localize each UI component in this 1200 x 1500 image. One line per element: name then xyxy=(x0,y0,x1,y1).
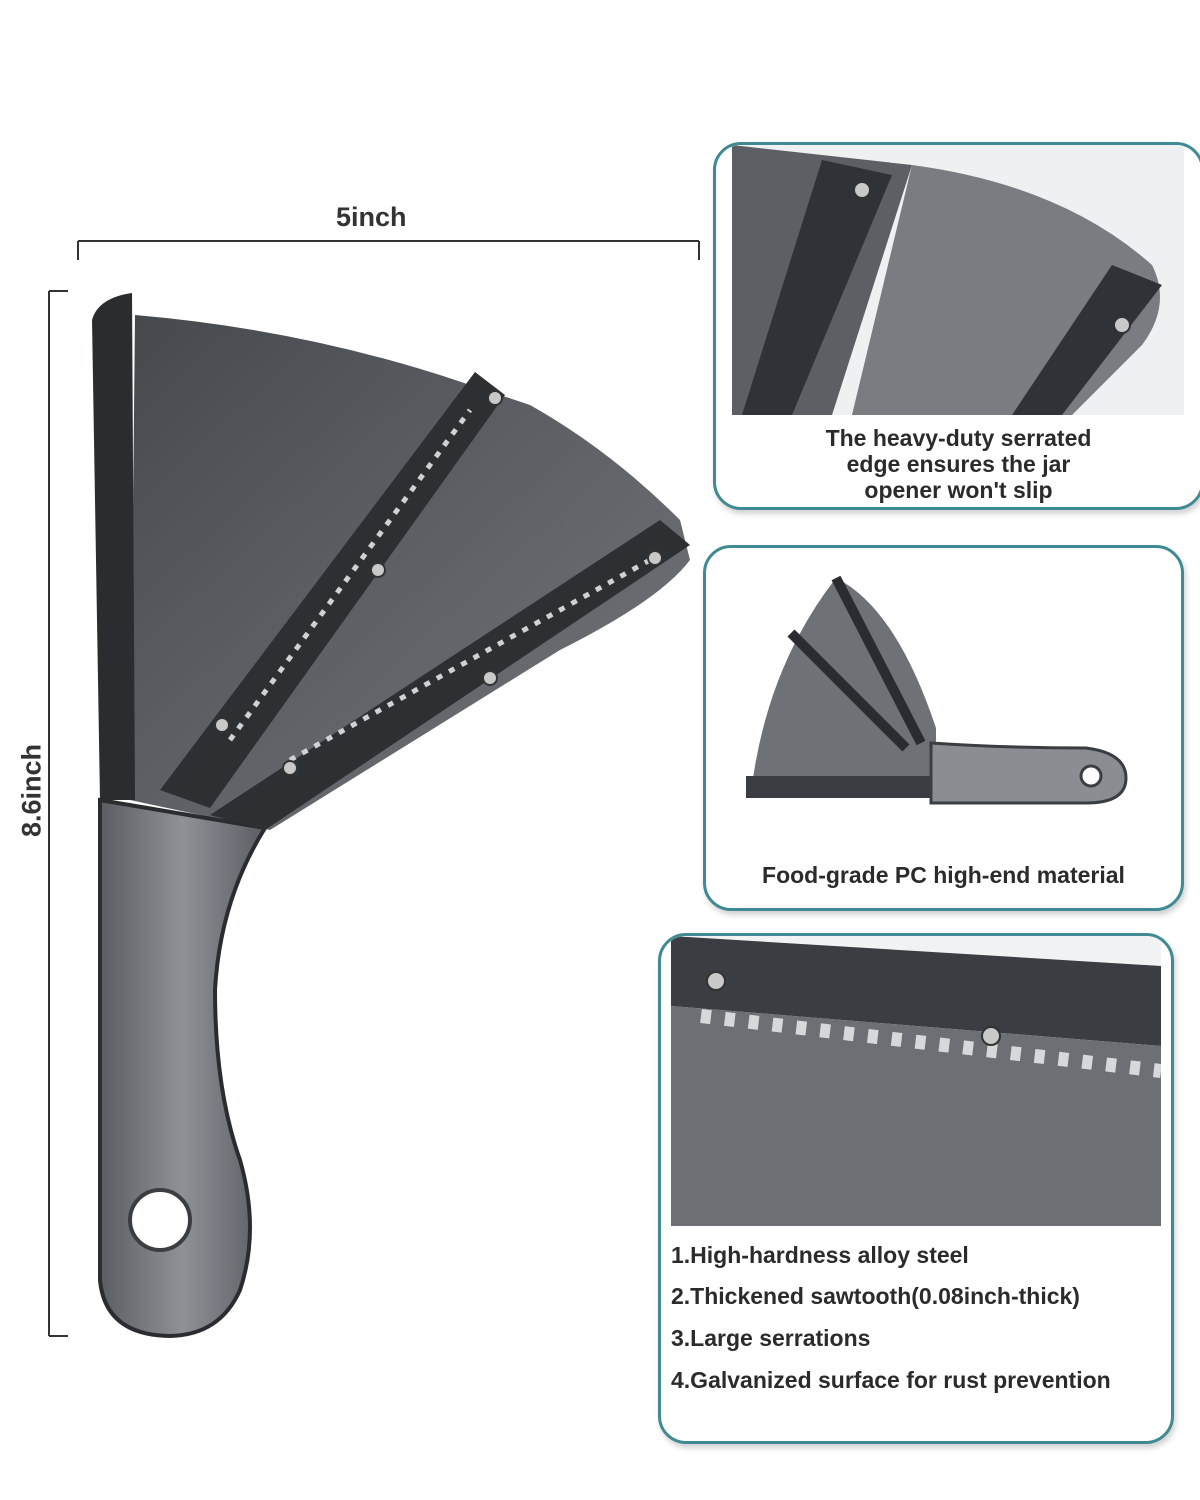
serrated-edge-closeup xyxy=(732,145,1184,415)
material-caption: Food-grade PC high-end material xyxy=(762,862,1125,888)
blade-features-card: 1.High-hardness alloy steel 2.Thickened … xyxy=(658,933,1174,1444)
product-side-view xyxy=(746,575,1128,805)
feature-item-3: 3.Large serrations xyxy=(671,1325,871,1351)
blade-closeup xyxy=(671,936,1161,1226)
serrated-edge-photo xyxy=(732,145,1184,415)
feature-item-4: 4.Galvanized surface for rust prevention xyxy=(671,1367,1111,1393)
blade-closeup-photo xyxy=(671,936,1161,1226)
material-card: Food-grade PC high-end material xyxy=(703,545,1184,911)
serrated-edge-caption-line-2: edge ensures the jar xyxy=(846,451,1071,477)
feature-item-1: 1.High-hardness alloy steel xyxy=(671,1242,969,1268)
serrated-edge-caption-line-1: The heavy-duty serrated xyxy=(825,425,1092,451)
serrated-edge-caption-line-3: opener won't slip xyxy=(864,477,1053,503)
width-label: 5inch xyxy=(336,202,407,232)
serrated-edge-card: The heavy-duty serrated edge ensures the… xyxy=(713,142,1200,510)
feature-item-2: 2.Thickened sawtooth(0.08inch-thick) xyxy=(671,1283,1080,1309)
